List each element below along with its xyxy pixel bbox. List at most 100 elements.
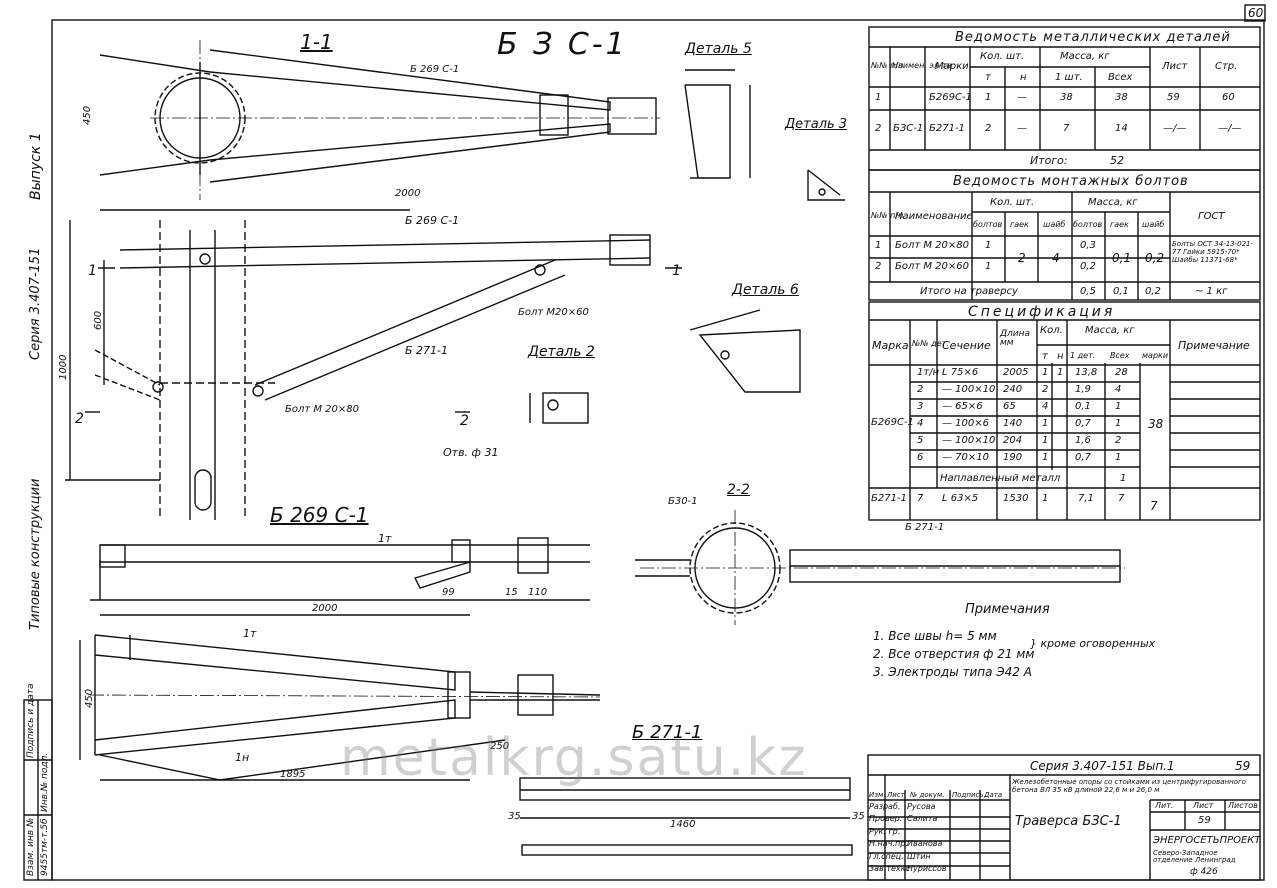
detail-2-label: Деталь 2	[528, 344, 595, 360]
dim-15: 15	[505, 587, 518, 598]
bolts-total-bolts: 0,5	[1080, 286, 1096, 297]
b630-label: Б30-1	[668, 496, 698, 507]
cell: 7	[917, 493, 924, 504]
cell: 0,2	[1145, 251, 1165, 265]
cell: 1,6	[1075, 435, 1091, 446]
bolt-80-label: Болт М 20×80	[285, 404, 360, 415]
cell: 38	[1060, 92, 1073, 103]
cell: 3	[917, 401, 924, 412]
stamp-inventory-number: 9455тм-т.5б	[40, 818, 50, 876]
spec-sub-n: н	[1057, 351, 1064, 362]
cell: 14	[1115, 123, 1128, 134]
cell: L 75×6	[942, 367, 979, 378]
cell: 2	[985, 123, 992, 134]
metal-total-label: Итого:	[1030, 154, 1068, 167]
spec-weld-value: 1	[1120, 473, 1127, 484]
bolts-header-mass: Масса, кг	[1088, 197, 1138, 208]
cell: 1	[875, 240, 882, 251]
bolt-60-label: Болт М20×60	[518, 307, 589, 318]
title-block-sheet: 59	[1235, 759, 1251, 773]
spec-header-note: Примечание	[1178, 339, 1250, 352]
b271-plan-label: Б 271-1	[405, 344, 449, 357]
spec-weld-label: Наплавленный металл	[940, 473, 1061, 484]
cell: — 70×10	[942, 452, 990, 463]
metal-header-mark: Марки	[935, 61, 969, 72]
title-lists: Листов	[1228, 801, 1258, 810]
dim-1895: 1895	[280, 769, 306, 780]
page-number: 60	[1248, 6, 1264, 20]
metal-sub-one: 1 шт.	[1055, 72, 1083, 83]
format-label: ф 426	[1190, 867, 1218, 877]
role-person: Салита	[907, 814, 938, 824]
dim-450-top: 450	[82, 105, 93, 125]
cell: 13,8	[1075, 367, 1098, 378]
stamp-h-5: Дата	[984, 791, 1003, 799]
cell: 1,9	[1075, 384, 1091, 395]
bolts-header-gost: ГОСТ	[1198, 211, 1225, 222]
b269c1-top-label: Б 269 С-1	[410, 64, 460, 75]
metal-header-page: Стр.	[1215, 61, 1238, 72]
role-person: Иванова	[907, 839, 943, 849]
bolts-sub-2: гаек	[1010, 220, 1029, 229]
cell: 0,7	[1075, 418, 1091, 429]
role-label: Провер.	[869, 814, 903, 824]
cell: — 100×10	[942, 384, 996, 395]
dim-1000: 1000	[58, 354, 69, 380]
role-person: Нуриссов	[907, 864, 947, 873]
cell: 2005	[1003, 367, 1029, 378]
stamp-replaced-label: Взам. инв №	[26, 817, 36, 876]
cell: — 100×10	[942, 435, 996, 446]
cell: 38	[1115, 92, 1128, 103]
cell: 1	[1057, 367, 1064, 378]
dim-1460: 1460	[670, 819, 696, 830]
metal-sub-n: н	[1020, 72, 1027, 83]
bolts-sub-6: шайб	[1142, 220, 1165, 229]
bolts-sub-1: болтов	[973, 220, 1003, 229]
title-block-description: Железобетонные опоры со стойками из цент…	[1012, 778, 1246, 795]
metal-header-sheet: Лист	[1162, 61, 1188, 72]
cell: —/—	[1218, 123, 1242, 134]
section-mark-1-left: 1	[88, 263, 97, 279]
spec-sub-one: 1 дет.	[1070, 351, 1096, 360]
cell: 240	[1003, 384, 1023, 395]
bolts-total-nuts: 0,1	[1113, 286, 1129, 297]
cell: 4	[1042, 401, 1049, 412]
cell: 1т/н	[917, 367, 940, 378]
title-list: Лист	[1193, 801, 1214, 810]
cell: — 65×6	[942, 401, 983, 412]
cell: 1	[985, 92, 992, 103]
section-2-2-label: 2-2	[727, 482, 750, 498]
cell: 204	[1003, 435, 1023, 446]
cell: 1530	[1003, 493, 1029, 504]
role-label: Рук. гр.	[869, 826, 901, 836]
cell: 1	[1115, 418, 1122, 429]
cell: 2	[1115, 435, 1122, 446]
cell: —	[1017, 92, 1027, 103]
stamp-h-2: Лист	[887, 791, 905, 799]
metal-header-mass: Масса, кг	[1060, 51, 1110, 62]
spec-mark-1-total: 38	[1148, 417, 1164, 431]
part-mark-1t-top: 1т	[378, 532, 392, 545]
cell: 4	[917, 418, 924, 429]
spec-title: Спецификация	[968, 304, 1116, 320]
cell: 6	[917, 452, 924, 463]
cell: Болт М 20×60	[895, 261, 970, 272]
bolts-sub-4: болтов	[1073, 220, 1103, 229]
cell: 7	[1118, 493, 1125, 504]
metal-header-name: Наимен. эл-та	[892, 61, 952, 70]
hole-label: Отв. ф 31	[443, 446, 499, 459]
cell: 1	[1042, 452, 1049, 463]
stamp-h-1: Изм	[869, 791, 884, 799]
detail-3-label: Деталь 3	[785, 117, 848, 132]
dim-99: 99	[442, 587, 455, 598]
cell: Болт М 20×80	[895, 240, 970, 251]
role-label: Гл.спец.	[869, 851, 904, 861]
spec-header-num: №№ дет.	[912, 339, 949, 348]
metal-parts-title: Ведомость металлических деталей	[955, 30, 1231, 45]
cell: 2	[1042, 384, 1049, 395]
cell: 1	[1042, 367, 1049, 378]
spec-header-section: Сечение	[942, 339, 991, 352]
dim-35-left: 35	[508, 811, 521, 822]
dim-450-lower: 450	[84, 688, 95, 708]
cell: 2	[875, 123, 882, 134]
